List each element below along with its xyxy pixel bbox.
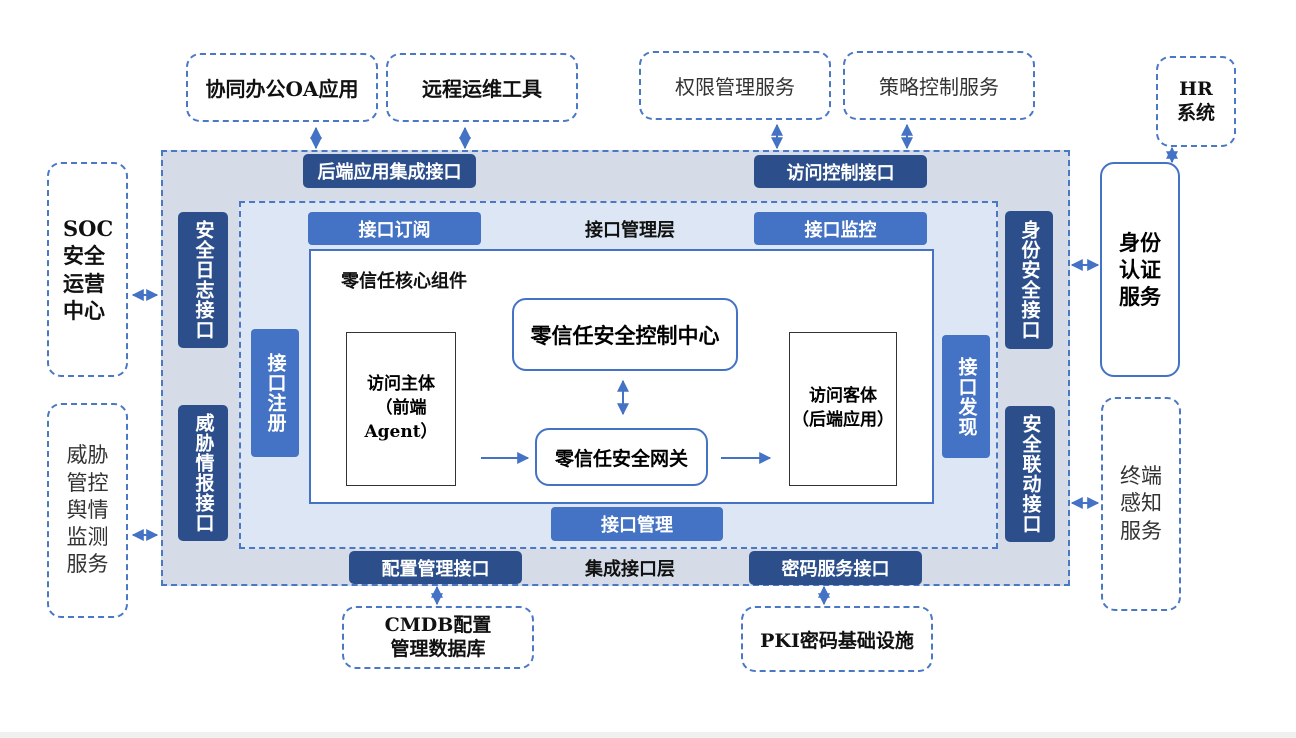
interface-discover: 接口发现 [942, 335, 990, 458]
hr-system-box: HR 系统 [1156, 56, 1236, 147]
threat-intel-interface: 威胁情报接口 [178, 405, 228, 541]
pki-box: PKI密码基础设施 [741, 606, 933, 672]
pki-label: PKI密码基础设施 [760, 629, 914, 652]
threat-monitor-box: 威胁 管控 舆情 监测 服务 [47, 403, 128, 618]
identity-security-interface: 身份安全接口 [1005, 211, 1053, 349]
interface-subscribe: 接口订阅 [308, 212, 481, 245]
interface-manage-label: 接口管理 [601, 515, 673, 536]
identity-security-label: 身份安全接口 [1018, 220, 1041, 340]
crypto-service-label: 密码服务接口 [781, 559, 890, 580]
access-control-interface: 访问控制接口 [754, 155, 927, 188]
zero-trust-control-center: 零信任安全控制中心 [512, 298, 738, 371]
permission-service-box: 权限管理服务 [639, 51, 831, 120]
backend-integration-label: 后端应用集成接口 [317, 162, 462, 183]
crypto-service-interface: 密码服务接口 [749, 551, 922, 585]
policy-service-label: 策略控制服务 [879, 75, 999, 99]
interface-discover-label: 接口发现 [955, 356, 978, 437]
remote-ops-label: 远程运维工具 [422, 77, 542, 101]
oa-app-label: 协同办公OA应用 [205, 77, 359, 101]
interface-monitor-label: 接口监控 [804, 219, 877, 241]
identity-auth-label: 身份 认证 服务 [1119, 229, 1161, 310]
zero-trust-gateway: 零信任安全网关 [535, 428, 708, 486]
security-log-label: 安全日志接口 [192, 220, 215, 340]
integration-layer-title: 集成接口层 [585, 559, 675, 580]
security-linkage-interface: 安全联动接口 [1005, 406, 1055, 542]
soc-box: SOC 安全 运营 中心 [47, 162, 128, 377]
terminal-sense-box: 终端 感知 服务 [1101, 397, 1181, 611]
access-object-box: 访问客体 （后端应用） [789, 332, 897, 486]
threat-intel-label: 威胁情报接口 [192, 413, 215, 533]
interface-manage: 接口管理 [551, 507, 723, 541]
core-title: 零信任核心组件 [341, 271, 467, 292]
security-linkage-label: 安全联动接口 [1019, 414, 1042, 534]
backend-integration-interface: 后端应用集成接口 [303, 154, 476, 188]
cmdb-box: CMDB配置 管理数据库 [342, 606, 534, 669]
access-object-label: 访问客体 （后端应用） [792, 386, 894, 430]
identity-auth-box: 身份 认证 服务 [1100, 162, 1180, 377]
interface-register-label: 接口注册 [264, 353, 287, 433]
hr-system-label: HR 系统 [1176, 77, 1215, 124]
interface-subscribe-label: 接口订阅 [358, 219, 431, 241]
oa-app-box: 协同办公OA应用 [186, 53, 378, 122]
control-center-label: 零信任安全控制中心 [530, 322, 720, 348]
access-subject-label: 访问主体 （前端Agent） [364, 374, 438, 442]
permission-service-label: 权限管理服务 [675, 75, 795, 99]
interface-register: 接口注册 [251, 329, 299, 457]
policy-service-box: 策略控制服务 [843, 51, 1035, 120]
gateway-label: 零信任安全网关 [554, 447, 688, 470]
terminal-sense-label: 终端 感知 服务 [1120, 464, 1162, 543]
config-mgmt-interface: 配置管理接口 [349, 551, 522, 584]
interface-monitor: 接口监控 [754, 212, 927, 245]
soc-label: SOC 安全 运营 中心 [63, 215, 114, 323]
cmdb-label: CMDB配置 管理数据库 [384, 613, 492, 660]
access-subject-box: 访问主体 （前端Agent） [346, 332, 456, 486]
config-mgmt-label: 配置管理接口 [381, 558, 490, 580]
security-log-interface: 安全日志接口 [178, 212, 228, 348]
access-control-label: 访问控制接口 [786, 162, 895, 184]
interface-layer-title: 接口管理层 [585, 220, 675, 241]
threat-monitor-label: 威胁 管控 舆情 监测 服务 [66, 443, 109, 577]
remote-ops-box: 远程运维工具 [386, 53, 578, 122]
bottom-strip [0, 732, 1296, 738]
